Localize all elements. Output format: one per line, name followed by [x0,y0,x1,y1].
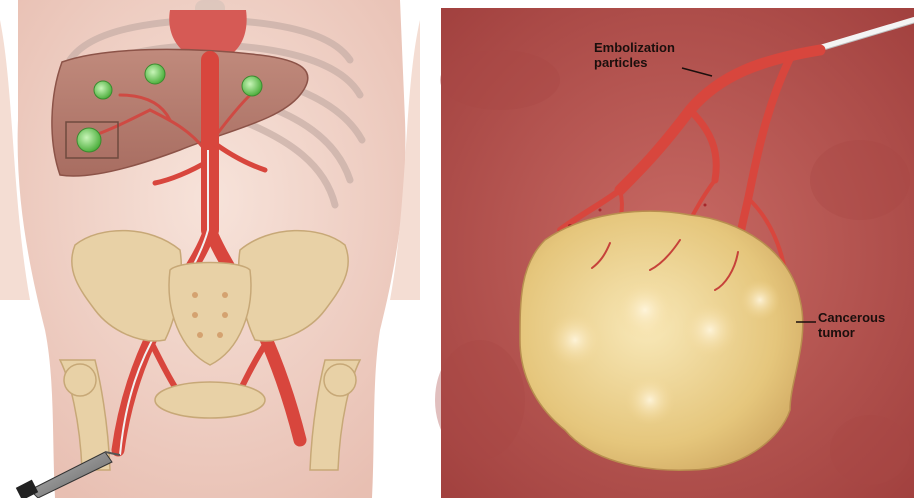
tumor-label-line1: Cancerous [818,310,885,325]
tumor-label-line2: tumor [818,325,885,340]
embolization-label-line2: particles [594,55,675,70]
embolization-particles-label: Embolization particles [594,40,675,70]
cancerous-tumor-label: Cancerous tumor [818,310,885,340]
right-panel [435,8,914,498]
embolization-label-line1: Embolization [594,40,675,55]
left-panel [0,0,420,498]
